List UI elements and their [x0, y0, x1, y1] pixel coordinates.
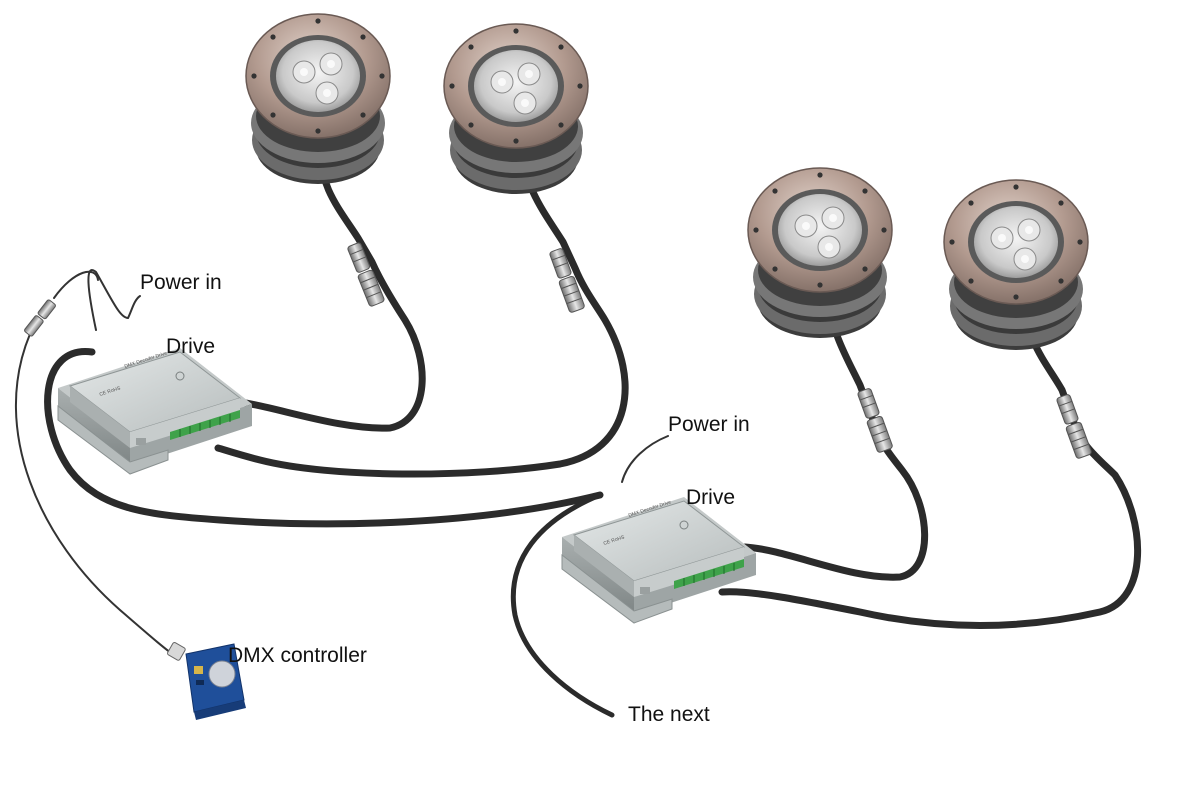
wire-power-in-2 — [621, 435, 669, 483]
cable-light1 — [236, 146, 426, 432]
driver-box-icon — [57, 347, 253, 475]
cable-drive2-to-next — [510, 492, 615, 718]
the-next-label: The next — [628, 703, 710, 726]
thin-wires — [15, 269, 669, 659]
led-light-icon — [747, 167, 893, 339]
output-cables — [214, 146, 1141, 629]
led-light-icon — [943, 179, 1089, 351]
driver-box-icon — [561, 496, 757, 624]
link-cable-drive1-to-drive2 — [44, 348, 604, 528]
cable-light3 — [741, 296, 929, 581]
wire-power-in-1 — [87, 269, 141, 331]
drive-label-1: Drive — [166, 335, 216, 358]
inline-connector-icon — [24, 299, 56, 337]
led-light-icon — [245, 13, 391, 185]
dmx-controller-icon — [167, 642, 246, 720]
power-in-label-1: Power in — [140, 271, 222, 294]
cable-light4 — [718, 296, 1141, 629]
cable-light2 — [214, 146, 629, 478]
inline-connector-icon — [1054, 392, 1093, 460]
wire-dmx-controller — [15, 333, 179, 659]
inline-connector-icon — [855, 386, 894, 454]
drive-label-2: Drive — [686, 486, 736, 509]
dmx-controller-label: DMX controller — [228, 644, 367, 667]
wire-dmx-to-drive1 — [53, 270, 99, 299]
power-in-label-2: Power in — [668, 413, 750, 436]
led-light-icon — [443, 23, 589, 195]
